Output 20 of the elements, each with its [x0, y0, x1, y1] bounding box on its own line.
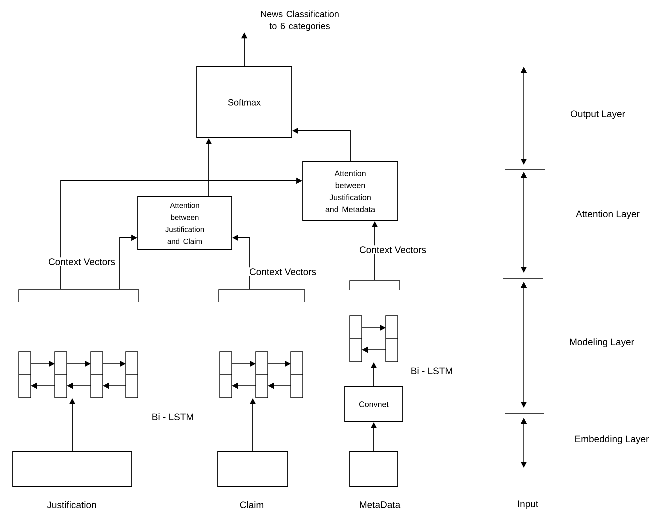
layer-label: Attention Layer: [576, 210, 640, 220]
input-caption: Justification: [47, 502, 96, 508]
layer-label: Bi - LSTM: [412, 368, 452, 374]
layer-label: Embedding Layer: [576, 436, 650, 444]
input-caption: MetaData: [360, 502, 401, 508]
process-box: Softmax: [196, 66, 292, 138]
input-box: [350, 452, 398, 488]
layer-label: Output Layer: [571, 110, 626, 120]
output-label: News Classification to 6 categories: [261, 10, 339, 32]
input-caption: Claim: [240, 502, 264, 508]
edge-label: Context Vectors: [358, 246, 428, 254]
input-box: [12, 452, 132, 488]
layer-label: Bi - LSTM: [152, 414, 194, 420]
edge-label: Context Vectors: [248, 268, 318, 276]
layer-label: Input: [518, 500, 538, 510]
process-box: Attention between Justification and Metadata: [302, 162, 398, 222]
process-box: Convnet: [344, 386, 404, 422]
edge-label: Context Vectors: [48, 258, 117, 266]
input-box: [218, 452, 288, 488]
layer-label: Modeling Layer: [570, 338, 634, 348]
